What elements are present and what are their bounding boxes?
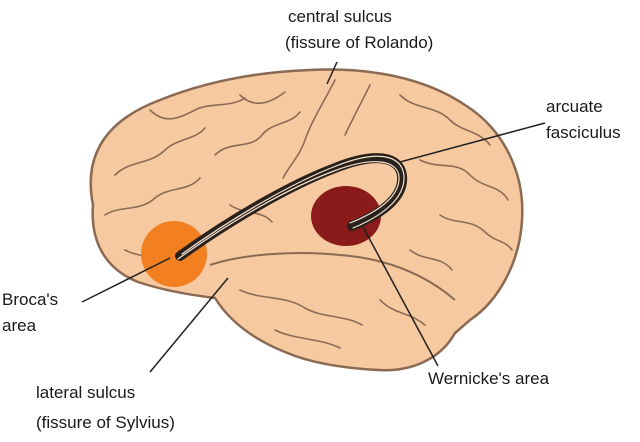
brain-outline (89, 68, 524, 372)
label-wernickes-area: Wernicke's area (428, 369, 550, 388)
label-lateral-sulcus-line1: lateral sulcus (36, 383, 135, 402)
temporal-lobe-outline (209, 252, 456, 301)
wernickes-area-region (311, 186, 381, 246)
label-central-sulcus-line2: (fissure of Rolando) (285, 33, 433, 52)
gyri-lines (104, 79, 513, 349)
leader-central-sulcus (326, 61, 338, 85)
label-central-sulcus-line1: central sulcus (288, 7, 392, 26)
leader-arcuate-fasciculus (399, 122, 546, 163)
leader-wernickes-area (361, 224, 439, 367)
brocas-area-region (141, 221, 207, 287)
fasciculus-fiber-1 (181, 155, 405, 255)
label-arcuate-fasciculus-line2: fasciculus (546, 123, 621, 142)
leader-lateral-sulcus (149, 277, 229, 373)
label-brocas-area-line1: Broca's (2, 290, 58, 309)
arcuate-fasciculus-bundle (175, 153, 408, 261)
fasciculus-outer (175, 153, 408, 261)
label-lateral-sulcus-line2: (fissure of Sylvius) (36, 413, 175, 432)
fasciculus-fiber-2 (177, 161, 400, 260)
label-arcuate-fasciculus-line1: arcuate (546, 97, 603, 116)
leader-brocas-area (81, 257, 171, 303)
label-brocas-area-line2: area (2, 316, 37, 335)
leader-lines (81, 61, 546, 373)
